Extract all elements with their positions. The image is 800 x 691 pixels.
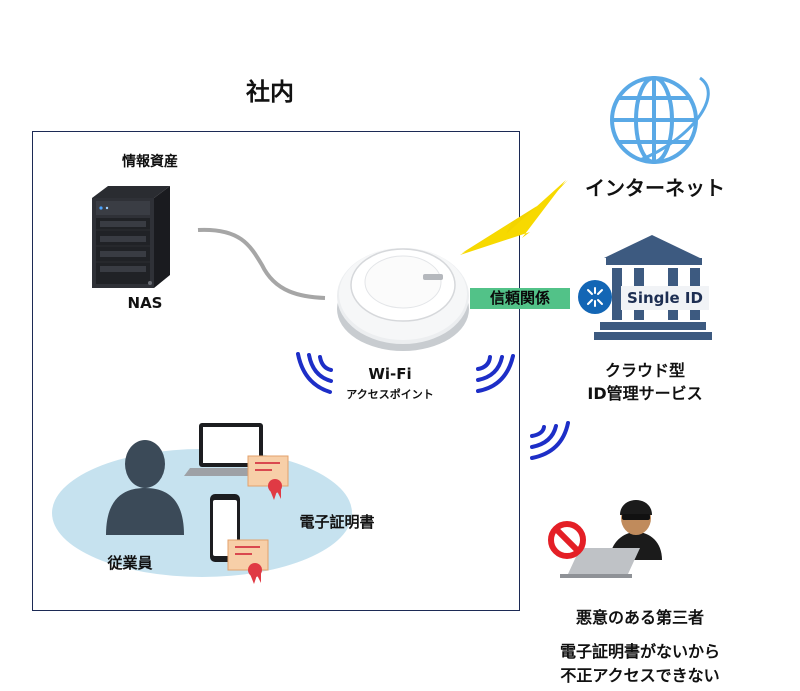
nas-label: NAS	[127, 294, 163, 312]
hacker-icon	[560, 500, 662, 578]
certificate-icon	[227, 539, 269, 584]
lightning-bolt-shape	[460, 180, 566, 255]
prohibited-icon	[548, 521, 586, 559]
person-icon	[106, 440, 184, 535]
globe-icon	[610, 76, 710, 164]
wifi-label: Wi-Fi	[368, 365, 412, 383]
cloud-id-label-line1: クラウド型	[604, 361, 685, 380]
certificate-label: 電子証明書	[299, 513, 375, 531]
singleid-logo-icon	[578, 280, 612, 314]
attacker-message-line2: 不正アクセスできない	[560, 666, 720, 685]
cloud-id-label-line2: ID管理サービス	[587, 384, 703, 403]
internet-label: インターネット	[585, 176, 725, 200]
lightning-bolt-icon	[462, 180, 568, 253]
access-point-label: アクセスポイント	[346, 388, 434, 401]
trust-relationship-badge: 信頼関係	[470, 288, 570, 309]
office-boundary	[32, 131, 520, 611]
nas-icon	[92, 186, 170, 288]
attacker-label: 悪意のある第三者	[575, 608, 704, 627]
information-assets-label: 情報資産	[122, 154, 178, 170]
wifi-wave-outside-icon	[530, 421, 570, 460]
office-title: 社内	[246, 78, 294, 106]
employee-label: 従業員	[107, 554, 153, 572]
wifi-wave-right-icon	[476, 354, 515, 393]
nas-cable	[197, 227, 326, 300]
wifi-wave-left-icon	[296, 352, 333, 394]
singleid-logo-text: Single ID	[621, 286, 709, 310]
access-point-icon	[337, 248, 469, 351]
certificate-icon	[247, 455, 289, 500]
attacker-message-line1: 電子証明書がないから	[559, 642, 720, 661]
